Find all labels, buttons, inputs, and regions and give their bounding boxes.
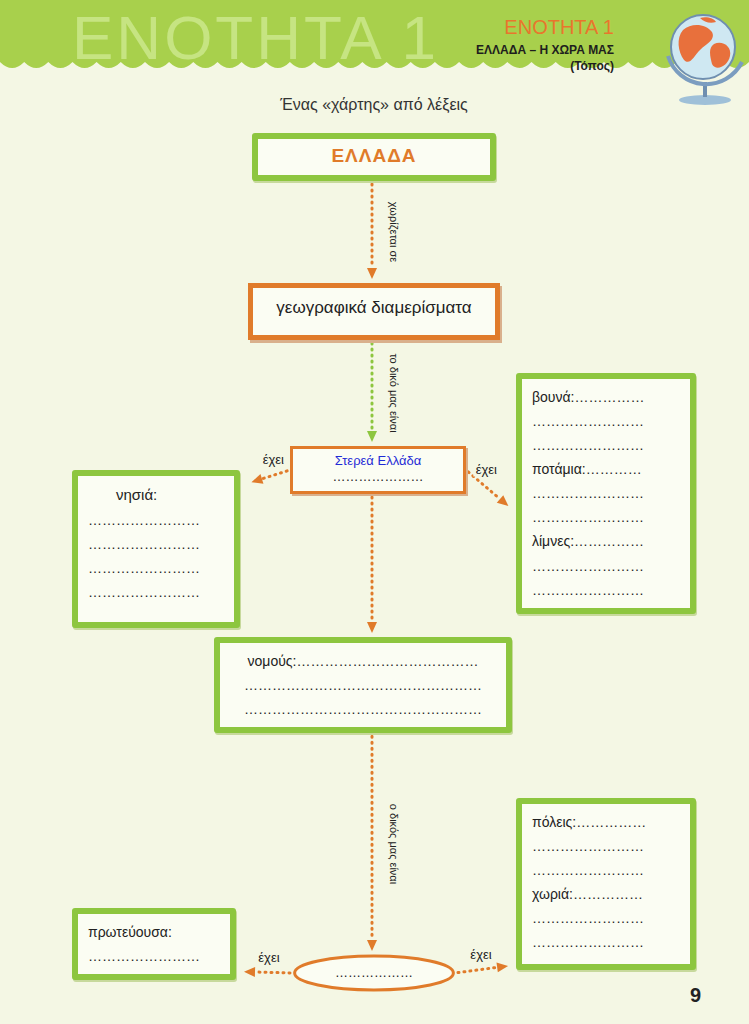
connector-arrow [244,967,290,977]
dotted-line [255,970,290,974]
unit-number: ΕΝΟΤΗΤΑ 1 [504,16,614,38]
arrow-head [497,962,509,972]
node-text: …………………… [532,834,680,858]
edge-label: έχει [474,462,499,477]
node-text: …………………………………………… [230,697,496,721]
node-text: …………………… [532,906,680,930]
node-text: …………………… [532,481,680,505]
dotted-line [371,736,374,940]
arrow-head [367,268,377,279]
dotted-line [371,497,374,622]
node-text: ΕΛΛΑΔΑ [268,145,480,167]
dotted-line [371,343,374,431]
watermark: ΕΝΟΤΗΤΑ 1 [72,4,439,72]
arrow-head [367,431,377,442]
features-box: βουνά:………………………………………………………ποτάμια:……………… [516,373,696,614]
country-box: ΕΛΛΑΔΑ [252,133,496,181]
edge-label: έχει [468,947,493,962]
node-text: …………………… [532,409,680,433]
towns-box: πόλεις:………………………………………………………χωριά:………………… [516,798,696,970]
edge-label: χωρίζεται σε [388,199,400,263]
page-number: 9 [690,984,701,1006]
region-box: Στερεά Ελλάδα………………… [290,446,466,494]
node-text: χωριά:…………… [532,882,680,906]
arrow-head [251,474,263,484]
arrow-head [497,495,509,506]
globe-icon [668,15,742,105]
node-text: …………………… [532,578,680,602]
edge-label: ο δικός μας είναι [388,801,400,885]
connector-arrow [367,343,377,442]
arrow-head [244,967,255,977]
connector-arrow [367,184,377,279]
capital-box: πρωτεύουσα:…………………… [72,908,236,980]
node-text: νησιά: [88,482,224,508]
continent [700,17,716,23]
node-text: …………………… [88,580,224,604]
node-text: πόλεις:…………… [532,810,680,834]
edge-label: έχει [256,950,281,965]
unit-title: ΕΛΛΑΔΑ – Η ΧΩΡΑ ΜΑΣ [476,44,614,57]
node-text: …………………… [532,505,680,529]
unit-subtitle: (Τόπος) [570,60,614,73]
page-title: Ένας «χάρτης» από λέξεις [280,96,468,114]
dotted-line [458,967,497,972]
node-text: …………………… [88,556,224,580]
arrow-head [367,940,377,951]
node-text: πρωτεύουσα: [88,920,220,944]
prefectures-box: νομούς:………………………………………………………………………………………… [214,637,512,733]
node-text: γεωγραφικά διαμερίσματα [267,298,481,318]
node-text: ……………… [335,964,413,982]
prefecture-ellipse: ……………… [293,955,455,991]
node-text: …………………………………………… [230,673,496,697]
continent [710,43,730,68]
edge-label: το δικό μας είναι [388,351,400,434]
node-text: βουνά:…………… [532,385,680,409]
connector-arrow [367,736,377,951]
regions-box: γεωγραφικά διαμερίσματα [248,283,500,340]
arrow-head [367,622,377,633]
node-text: Στερεά Ελλάδα [305,453,451,468]
ellipse-shape [295,956,454,990]
node-text: ποτάμια:………… [532,457,680,481]
node-text: …………………… [88,944,220,968]
node-text: ………………… [305,468,451,486]
node-text: …………………… [532,554,680,578]
dotted-line [262,471,287,479]
node-text: …………………… [532,433,680,457]
islands-box: νησιά:…………………………………………………………………………………… [72,470,240,628]
globe [671,15,735,79]
node-text: …………………… [532,930,680,954]
node-text: νομούς:………………………………… [230,649,496,673]
connector-arrow [251,471,287,484]
node-text: …………………… [532,858,680,882]
dotted-line [371,184,374,268]
edge-label: έχει [261,451,286,466]
connector-arrow [458,962,508,972]
connector-arrow [367,497,377,633]
node-text: λίμνες:…………… [532,529,680,553]
continent [679,25,713,62]
connector-arrow [468,472,508,506]
node-text: …………………… [88,532,224,556]
node-text: …………………… [88,508,224,532]
